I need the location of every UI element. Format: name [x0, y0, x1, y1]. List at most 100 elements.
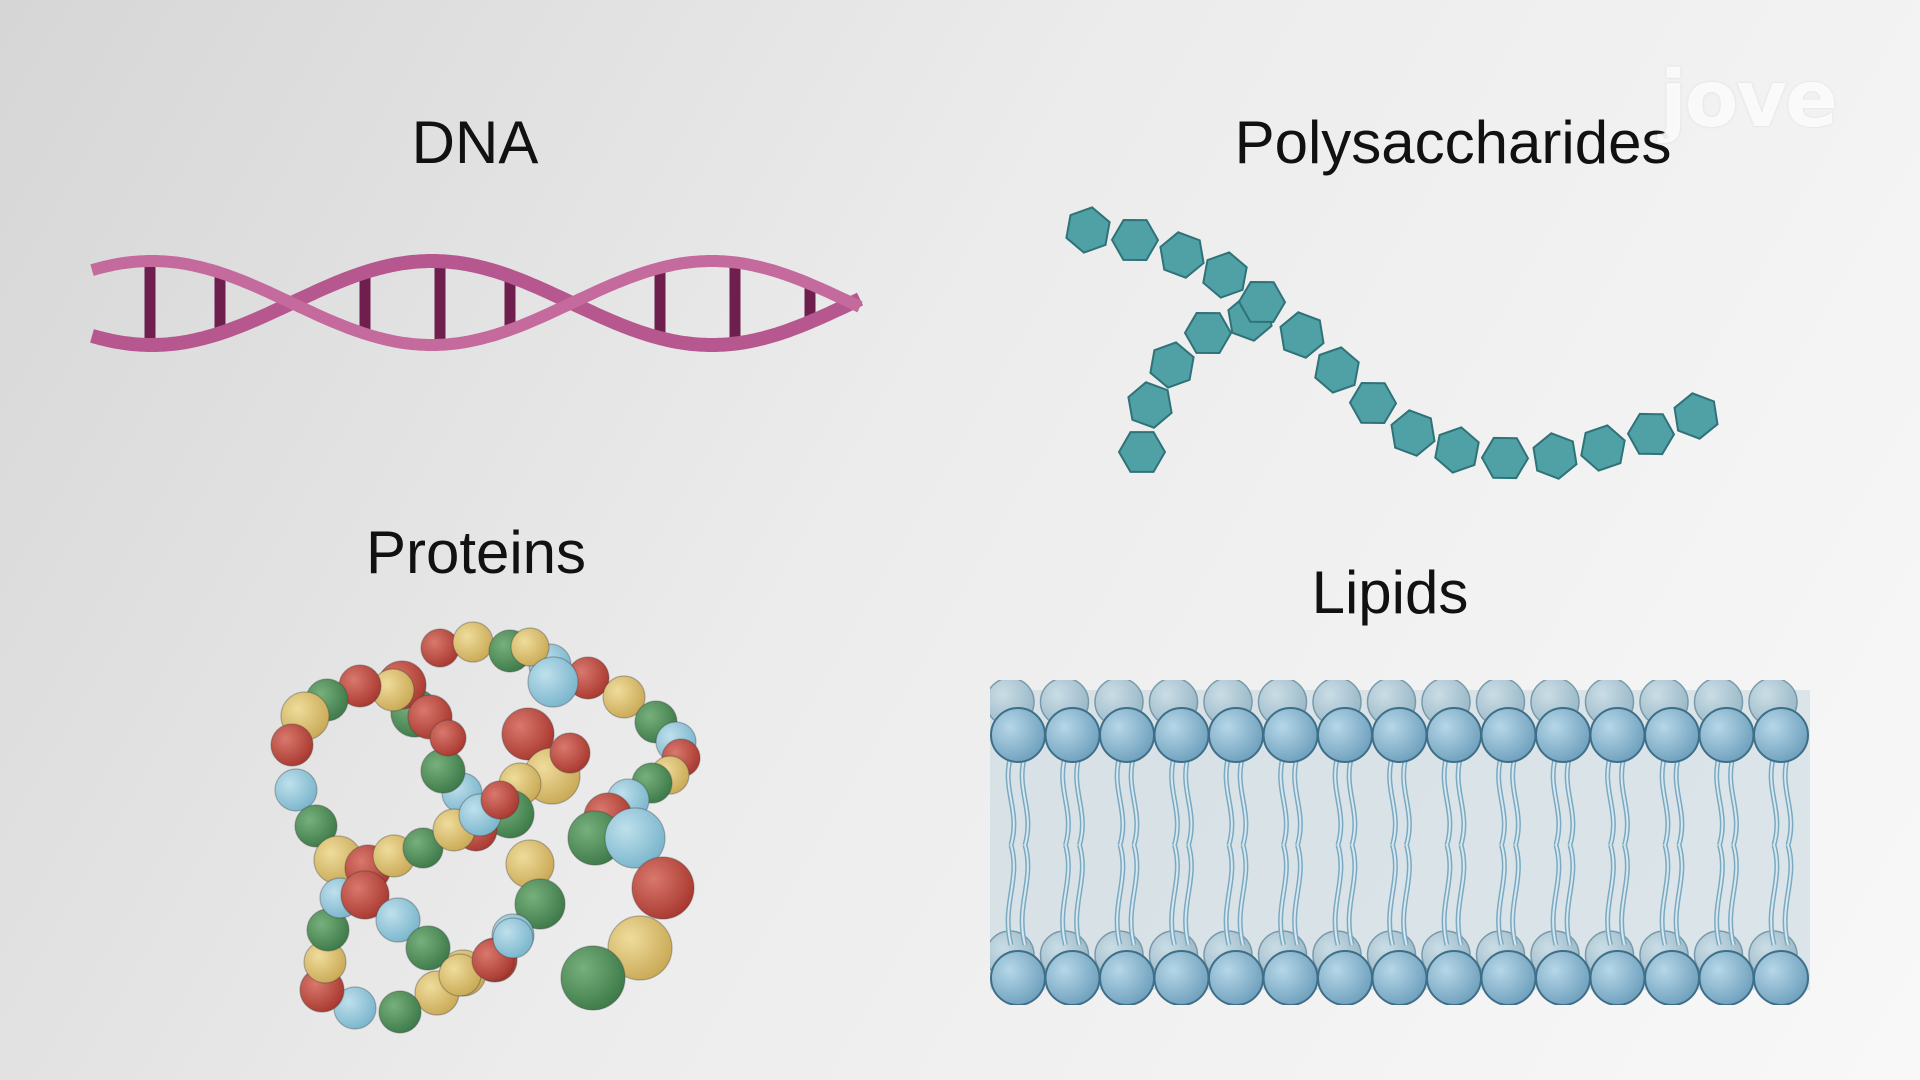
amino-acid-bead — [452, 621, 494, 663]
lipid-tail-highlight — [1075, 754, 1084, 846]
proteins-label: Proteins — [365, 519, 587, 586]
sugar-monomer — [1279, 311, 1325, 359]
amino-acid-bead — [527, 656, 579, 708]
dna-strand-front — [90, 254, 864, 352]
lipid-tail-highlight — [1021, 754, 1029, 846]
lipid-tail-highlight — [1497, 754, 1506, 846]
lipid-head-bottom — [1589, 950, 1646, 1005]
lipids-label: Lipids — [1311, 559, 1469, 626]
lipid-tail-highlight — [1388, 754, 1397, 846]
amino-acid-bead — [514, 878, 566, 930]
lipid-tail-highlight — [1388, 844, 1397, 946]
dna-helix — [90, 254, 864, 352]
lipid-tail-highlight — [1552, 844, 1560, 946]
sugar-monomer — [1580, 424, 1626, 472]
lipid-tail-highlight — [1661, 754, 1669, 846]
lipid-tail-highlight — [1116, 844, 1124, 946]
lipid-tail-highlight — [1061, 844, 1070, 946]
lipid-tail-highlight — [1293, 844, 1302, 946]
lipid-head-bottom — [1044, 950, 1101, 1005]
lipid-tail-highlight — [1348, 754, 1356, 846]
amino-acid-bead — [604, 807, 666, 869]
sugar-monomer — [1149, 341, 1195, 389]
lipid-tail-highlight — [1402, 754, 1411, 846]
amino-acid-bead — [270, 723, 314, 767]
lipid-tail-highlight — [1170, 844, 1179, 946]
lipid-head-top — [1099, 707, 1155, 763]
lipid-tail-highlight — [1279, 844, 1288, 946]
lipid-tail-highlight — [1457, 754, 1465, 846]
sugar-monomer — [1117, 431, 1167, 473]
amino-acid-bead — [602, 675, 646, 719]
lipid-head-bottom — [990, 950, 1046, 1005]
amino-acid-bead — [549, 732, 591, 774]
polysaccharide-chains — [1065, 206, 1719, 480]
sugar-monomer — [1348, 381, 1398, 425]
lipid-tail-highlight — [1784, 754, 1792, 846]
sugar-monomer — [1390, 409, 1436, 457]
lipid-head-top — [1589, 707, 1646, 763]
lipid-tail-highlight — [1225, 754, 1233, 846]
lipid-head-top — [1698, 707, 1755, 763]
amino-acid-bead — [560, 945, 626, 1011]
lipid-tail-highlight — [1075, 844, 1084, 946]
lipid-head-bottom — [1698, 950, 1755, 1005]
dna-strand-back — [90, 255, 863, 351]
lipid-tail-highlight — [1606, 844, 1615, 946]
amino-acid-bead — [378, 990, 422, 1034]
amino-acid-bead — [340, 870, 390, 920]
lipid-tail-highlight — [1225, 844, 1233, 946]
lipid-tail-highlight — [1348, 844, 1356, 946]
sugar-monomer — [1673, 392, 1719, 440]
lipid-tail-highlight — [1729, 844, 1738, 946]
lipid-head-bottom — [1099, 950, 1155, 1005]
lipid-tail-highlight — [1715, 754, 1724, 846]
lipid-bilayer — [990, 680, 1810, 1005]
lipid-tail-highlight — [1729, 754, 1738, 846]
lipid-head-bottom — [1208, 950, 1264, 1005]
lipid-tail-highlight — [1511, 754, 1520, 846]
lipid-tail-highlight — [1007, 754, 1015, 846]
lipid-tail-highlight — [1130, 844, 1138, 946]
lipid-tail-highlight — [1443, 844, 1451, 946]
polysaccharides-label: Polysaccharides — [1234, 109, 1672, 176]
lipid-head-bottom — [1153, 950, 1210, 1005]
lipid-tail-highlight — [1239, 754, 1247, 846]
jove-logo: jove — [1660, 55, 1838, 145]
lipid-tail-highlight — [1170, 754, 1179, 846]
amino-acid-bead — [429, 719, 467, 757]
sugar-monomer — [1065, 206, 1111, 254]
lipid-head-top — [1262, 707, 1319, 763]
lipid-tail-highlight — [1511, 844, 1520, 946]
lipid-tail-highlight — [1130, 754, 1138, 846]
lipid-tail-highlight — [1007, 844, 1015, 946]
lipid-head-top — [1535, 707, 1591, 763]
amino-acid-bead — [402, 827, 444, 869]
lipid-tail-highlight — [1402, 844, 1411, 946]
lipid-tail-highlight — [1279, 754, 1288, 846]
lipid-head-bottom — [1262, 950, 1319, 1005]
lipid-tail-highlight — [1552, 754, 1560, 846]
lipid-tail-highlight — [1715, 844, 1724, 946]
lipid-tail-highlight — [1116, 754, 1124, 846]
lipid-head-top — [1153, 707, 1210, 763]
amino-acid-bead — [375, 897, 421, 943]
lipid-head-top — [990, 707, 1046, 763]
lipid-head-top — [1044, 707, 1101, 763]
sugar-monomer — [1110, 218, 1160, 262]
lipid-tail-highlight — [1497, 844, 1506, 946]
amino-acid-bead — [501, 707, 555, 761]
lipid-tail-highlight — [1675, 754, 1683, 846]
lipid-head-bottom — [1317, 950, 1373, 1005]
lipid-head-top — [1426, 707, 1482, 763]
lipid-tail-highlight — [1334, 844, 1342, 946]
sugar-monomer — [1626, 412, 1676, 456]
lipid-head-top — [1371, 707, 1428, 763]
dna-label: DNA — [411, 109, 539, 176]
amino-acid-bead — [607, 915, 673, 981]
amino-acid-bead — [510, 627, 550, 667]
sugar-monomer — [1532, 432, 1578, 480]
lipid-tail-highlight — [1334, 754, 1342, 846]
lipid-head-top — [1753, 707, 1809, 763]
sugar-monomer — [1159, 231, 1205, 279]
